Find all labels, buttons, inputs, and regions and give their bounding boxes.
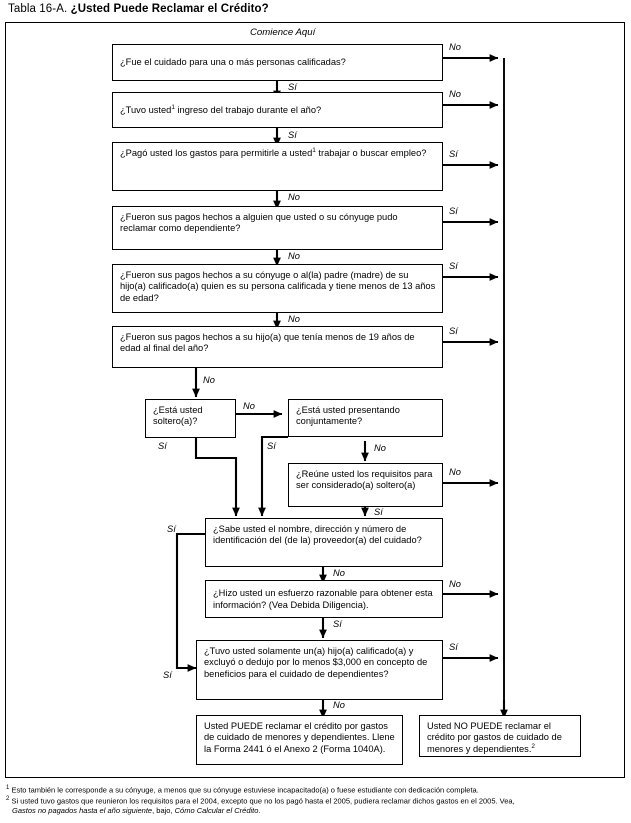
node-q3-text-b: trabajar o buscar empleo? [315, 148, 427, 158]
edge-label-q5-no: No [288, 314, 300, 324]
node-q8-text: ¿Está usted presentando conjuntamente? [296, 405, 400, 427]
edge-label-q12-no: No [333, 700, 345, 710]
node-q11-text: ¿Hizo usted un esfuerzo razonable para o… [213, 588, 433, 610]
footnote-2-plain-b: . [258, 806, 261, 816]
node-outcome-no-footnote-marker: 2 [531, 742, 535, 750]
footnote-2-text: Si usted tuvo gastos que reunieron los r… [11, 796, 515, 806]
edge-label-q1-si: Sí [288, 82, 297, 92]
node-q10-text: ¿Sabe usted el nombre, dirección y númer… [213, 524, 422, 546]
node-outcome-yes-text: Usted PUEDE reclamar el crédito por gast… [204, 721, 395, 754]
start-label: Comience Aquí [250, 27, 316, 38]
node-q3-footnote-marker: 1 [312, 146, 316, 154]
node-q6[interactable]: ¿Fueron sus pagos hechos a su hijo(a) qu… [112, 326, 443, 368]
node-outcome-no[interactable]: Usted NO PUEDE reclamar el crédito por g… [419, 715, 581, 757]
edge-label-q2-no: No [449, 89, 461, 99]
node-q5-text: ¿Fueron sus pagos hechos a su cónyuge o … [120, 270, 436, 303]
node-q4[interactable]: ¿Fueron sus pagos hechos a alguien que u… [112, 206, 443, 250]
edge-label-q12-si: Sí [449, 642, 458, 652]
node-q2-text-b: ingreso del trabajo durante el año? [174, 104, 322, 115]
edge-label-q7-no: No [243, 401, 255, 411]
footnote-1-marker: 1 [6, 785, 10, 791]
edge-label-q12-si-left: Sí [163, 670, 172, 680]
node-q1[interactable]: ¿Fue el cuidado para una o más personas … [112, 44, 443, 81]
node-q6-text: ¿Fueron sus pagos hechos a su hijo(a) qu… [120, 332, 415, 354]
edge-label-q7-si: Sí [158, 441, 167, 451]
node-q12[interactable]: ¿Tuvo usted solamente un(a) hijo(a) cali… [196, 640, 443, 700]
footnote-1-text: Esto también le corresponde a su cónyuge… [11, 785, 479, 795]
edge-label-q4-si: Sí [449, 206, 458, 216]
node-q1-text: ¿Fue el cuidado para una o más personas … [120, 57, 346, 68]
edge-label-q8-no: No [374, 443, 386, 453]
node-outcome-yes[interactable]: Usted PUEDE reclamar el crédito por gast… [196, 715, 403, 765]
footnote-2-plain-a: , bajo, [152, 806, 175, 816]
node-q7[interactable]: ¿Está usted soltero(a)? [145, 399, 236, 438]
edge-label-q1-no: No [449, 42, 461, 52]
node-q9[interactable]: ¿Reúne usted los requisitos para ser con… [288, 463, 443, 507]
edge-label-q6-no: No [203, 375, 215, 385]
page-title-prefix: Tabla 16-A. [8, 3, 71, 15]
footnote-1: 1 Esto también le corresponde a su cónyu… [6, 784, 626, 795]
node-outcome-no-text: Usted NO PUEDE reclamar el crédito por g… [427, 721, 574, 755]
edge-label-q5-si: Sí [449, 261, 458, 271]
footnote-2-italic-b: Cómo Calcular el Crédito [174, 806, 259, 816]
node-q12-text: ¿Tuvo usted solamente un(a) hijo(a) cali… [204, 646, 428, 679]
edge-label-q9-si: Sí [374, 507, 383, 517]
page-title: Tabla 16-A. ¿Usted Puede Reclamar el Cré… [8, 3, 269, 15]
edge-label-q10-si: Sí [167, 524, 176, 534]
edge-label-q4-no: No [288, 251, 300, 261]
node-q3-text: ¿Pagó usted los gastos para permitirle a… [120, 146, 436, 159]
edge-label-q6-si: Sí [449, 326, 458, 336]
node-q4-text: ¿Fueron sus pagos hechos a alguien que u… [120, 212, 398, 234]
node-q10[interactable]: ¿Sabe usted el nombre, dirección y númer… [205, 518, 443, 567]
edge-label-q8-si: Sí [267, 441, 276, 451]
footnotes: 1 Esto también le corresponde a su cónyu… [6, 784, 626, 816]
node-q2[interactable]: ¿Tuvo usted1 ingreso del trabajo durante… [112, 92, 443, 128]
edge-label-q11-no: No [449, 579, 461, 589]
node-q5[interactable]: ¿Fueron sus pagos hechos a su cónyuge o … [112, 264, 443, 313]
node-q2-text: ¿Tuvo usted1 ingreso del trabajo durante… [120, 103, 322, 116]
edge-label-q9-no: No [449, 467, 461, 477]
edge-label-q2-si: Sí [288, 130, 297, 140]
node-q8[interactable]: ¿Está usted presentando conjuntamente? [288, 399, 443, 437]
node-outcome-no-text-a: Usted NO PUEDE reclamar el crédito por g… [427, 721, 562, 754]
footnote-2-marker: 2 [6, 796, 10, 803]
footnote-2: 2 Si usted tuvo gastos que reunieron los… [6, 795, 626, 806]
node-q3-text-a: ¿Pagó usted los gastos para permitirle a… [120, 148, 313, 158]
edge-label-q10-no: No [333, 568, 345, 578]
edge-label-q3-si: Sí [449, 149, 458, 159]
node-q3[interactable]: ¿Pagó usted los gastos para permitirle a… [112, 142, 443, 191]
edge-label-q3-no: No [288, 192, 300, 202]
node-q7-text: ¿Está usted soltero(a)? [153, 405, 203, 427]
node-q11[interactable]: ¿Hizo usted un esfuerzo razonable para o… [205, 580, 443, 618]
footnote-2-line2: Gastos no pagados hasta el año siguiente… [6, 806, 626, 816]
footnote-2-italic-a: Gastos no pagados hasta el año siguiente [12, 806, 153, 816]
edge-label-q11-si: Sí [333, 619, 342, 629]
page-title-main: ¿Usted Puede Reclamar el Crédito? [70, 3, 269, 15]
node-q2-footnote-marker: 1 [171, 103, 175, 111]
node-q2-text-a: ¿Tuvo usted [120, 104, 172, 115]
node-q9-text: ¿Reúne usted los requisitos para ser con… [296, 469, 433, 491]
